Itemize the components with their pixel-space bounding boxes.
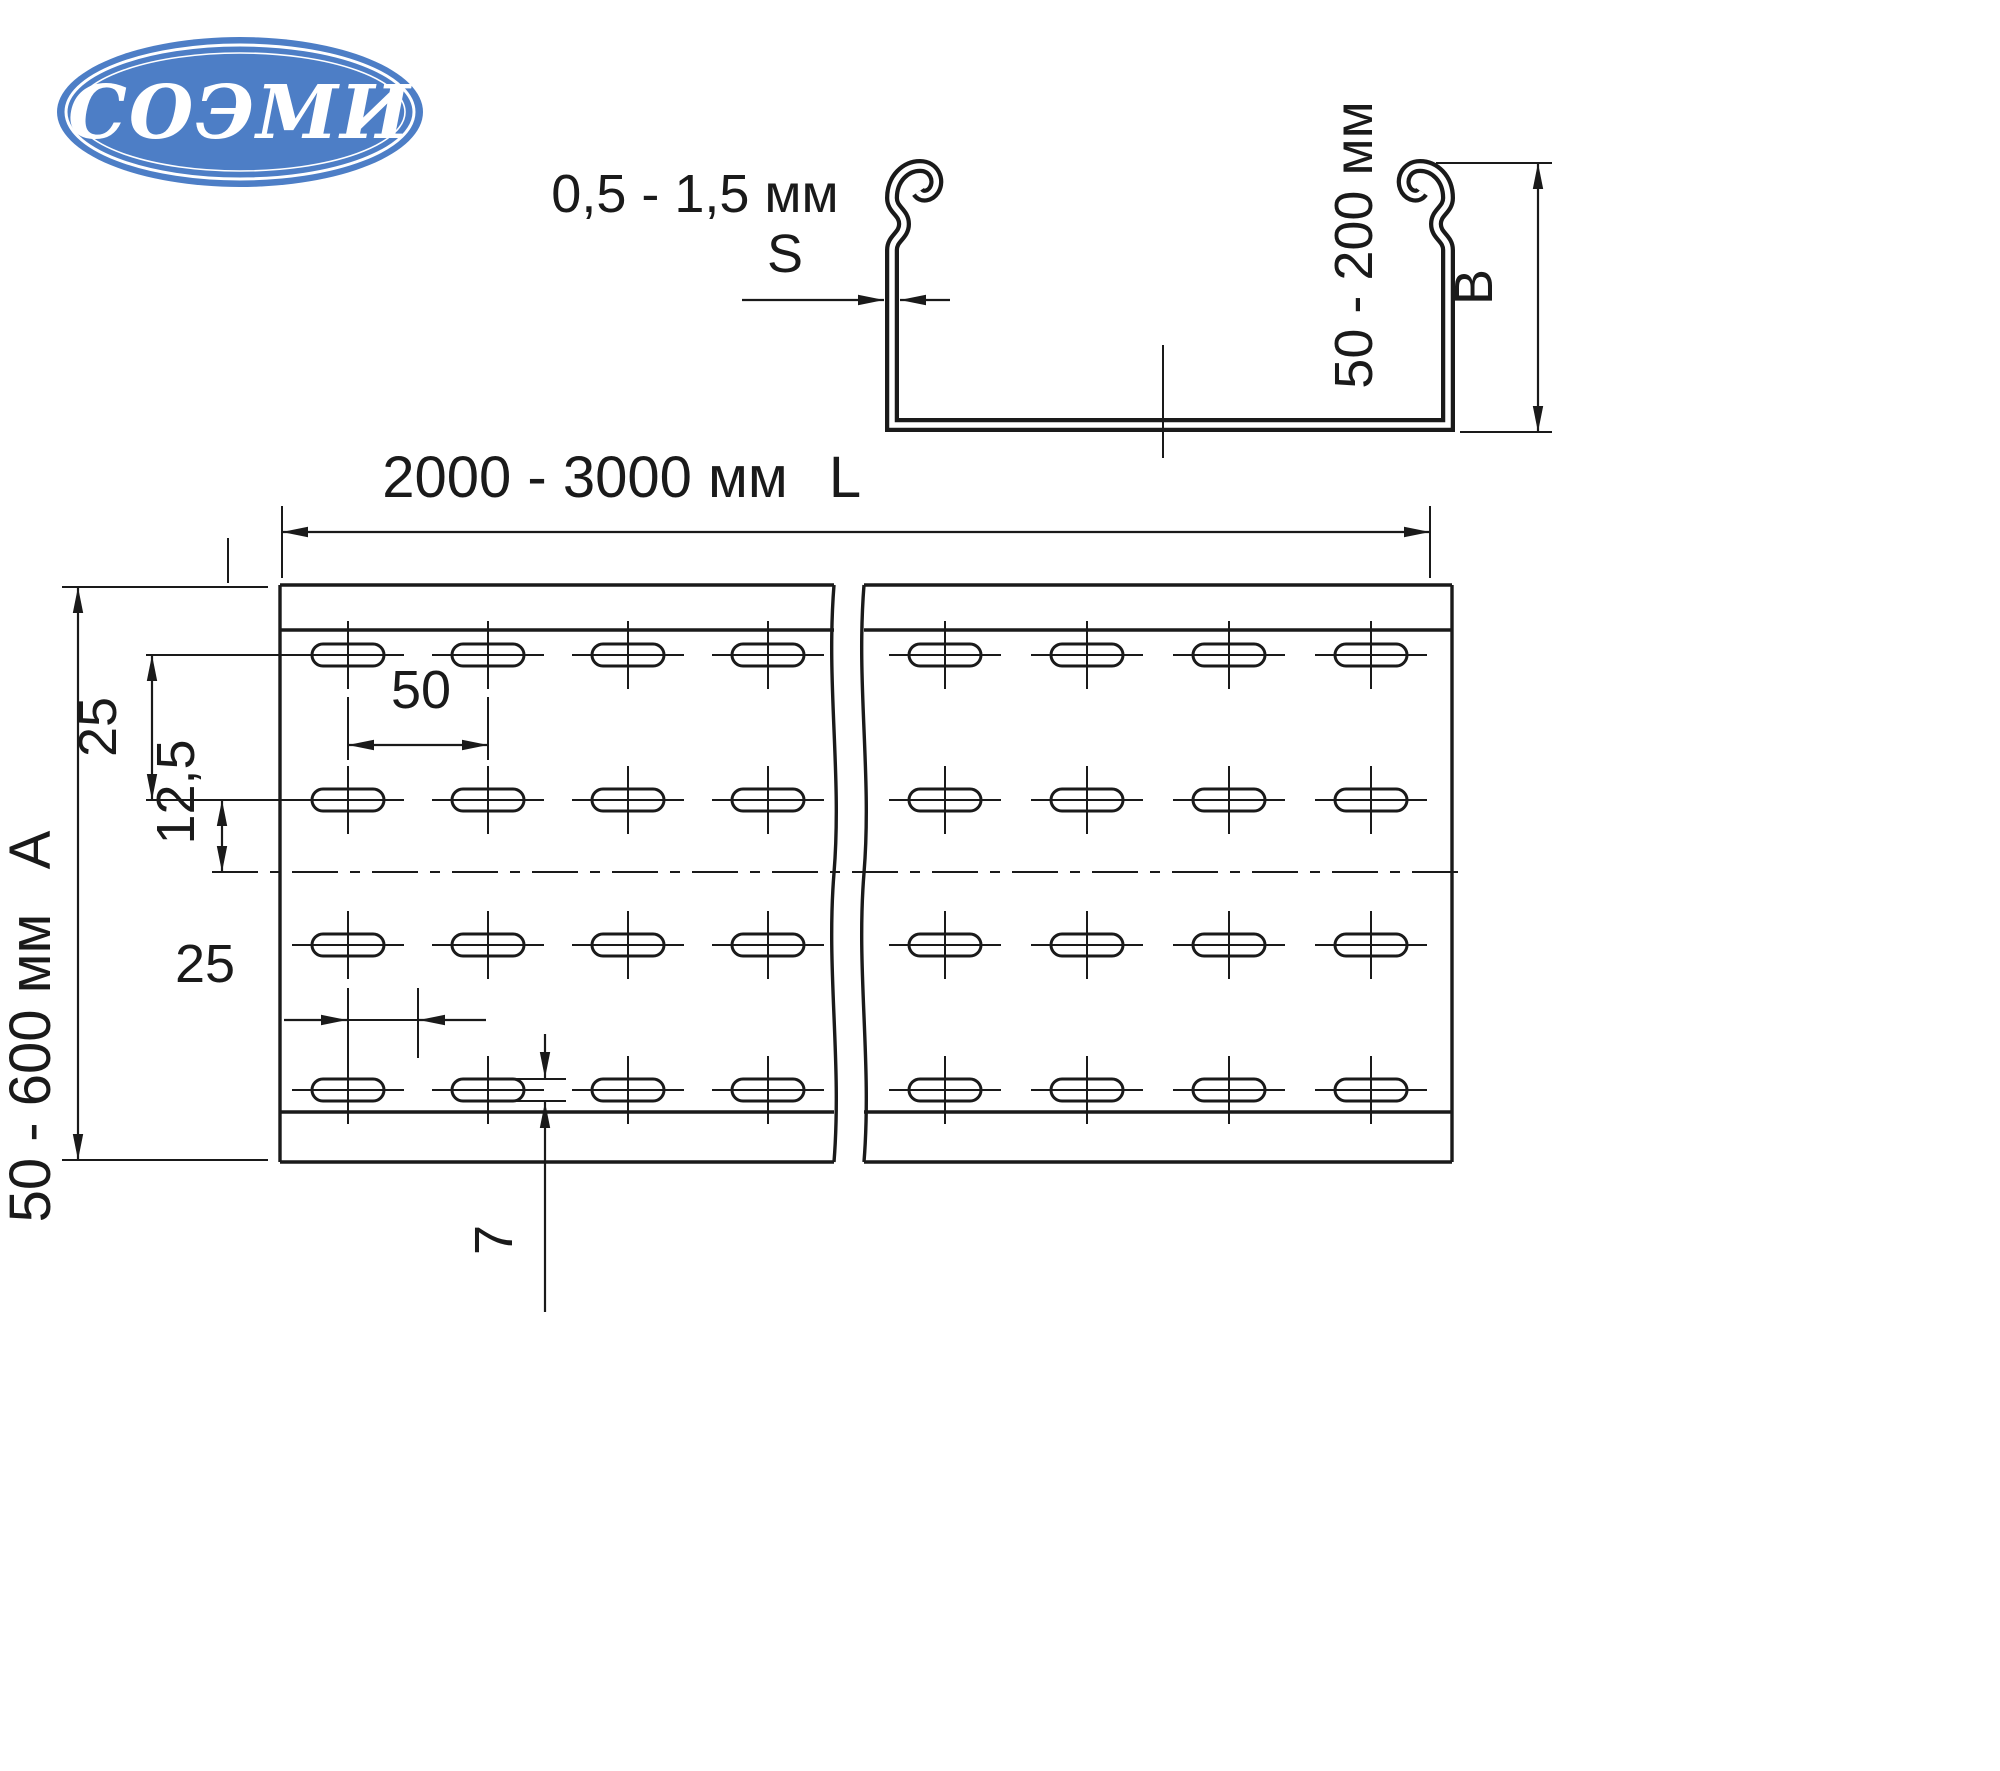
height-symbol: B — [1444, 269, 1504, 305]
hole-offset-value: 25 — [175, 934, 235, 994]
slot-hole — [887, 764, 1003, 836]
slot-hole — [887, 1054, 1003, 1126]
slot-hole — [1171, 764, 1287, 836]
logo-ellipse — [57, 37, 423, 187]
height-extension-lines — [1436, 162, 1552, 433]
length-extension-lines — [227, 506, 1431, 583]
tray-outline-left — [278, 583, 834, 1164]
width-value: 50 - 600 мм — [0, 914, 63, 1223]
slot-hole — [570, 764, 686, 836]
slot-width-extension-lines — [504, 1078, 566, 1102]
slot-hole — [430, 764, 546, 836]
length-symbol: L — [829, 445, 861, 510]
logo-ring-outer — [64, 43, 416, 181]
profile-inner-right — [1170, 166, 1448, 425]
width-symbol: А — [0, 830, 63, 869]
slot-hole — [1171, 1054, 1287, 1126]
tray-outline-right — [864, 583, 1454, 1164]
slot-hole — [430, 1054, 546, 1126]
slot-hole — [570, 1054, 686, 1126]
section-view: 0,5 - 1,5 мм S 50 - 200 мм B — [551, 101, 1552, 458]
slot-hole — [887, 909, 1003, 981]
break-line-right — [859, 584, 869, 1163]
row-spacing-value: 25 — [68, 697, 128, 757]
slot-hole — [290, 909, 406, 981]
width-extension-lines — [62, 586, 268, 1161]
slot-hole — [710, 764, 826, 836]
slot-hole — [710, 1054, 826, 1126]
slot-width-value: 7 — [464, 1225, 524, 1255]
height-value: 50 - 200 мм — [1324, 101, 1384, 388]
row-to-axis-value: 12,5 — [146, 739, 206, 844]
slot-hole — [1029, 909, 1145, 981]
logo-text: СОЭМИ — [68, 70, 412, 156]
slot-hole — [290, 1054, 406, 1126]
profile-outline-right — [1170, 166, 1448, 425]
thickness-symbol: S — [767, 224, 803, 284]
slot-hole — [290, 764, 406, 836]
company-logo: СОЭМИ — [57, 37, 423, 187]
slot-hole — [1029, 1054, 1145, 1126]
logo-ring-inner — [74, 52, 406, 172]
slot-hole — [570, 909, 686, 981]
slot-hole — [1029, 764, 1145, 836]
break-line-left — [829, 584, 839, 1163]
plan-view: 2000 - 3000 мм L 50 - 600 мм А 25 12,5 5… — [0, 445, 1462, 1312]
slot-hole — [1313, 909, 1429, 981]
slot-hole — [430, 909, 546, 981]
slot-hole — [1171, 909, 1287, 981]
slot-hole — [1313, 1054, 1429, 1126]
slot-hole — [1313, 764, 1429, 836]
slot-hole — [710, 909, 826, 981]
length-value: 2000 - 3000 мм — [382, 445, 787, 510]
profile-outline-left — [892, 166, 1170, 425]
thickness-value: 0,5 - 1,5 мм — [551, 164, 838, 224]
hole-offset-extension-lines — [347, 988, 419, 1058]
profile-inner-left — [892, 166, 1170, 425]
hole-spacing-value: 50 — [391, 660, 451, 720]
